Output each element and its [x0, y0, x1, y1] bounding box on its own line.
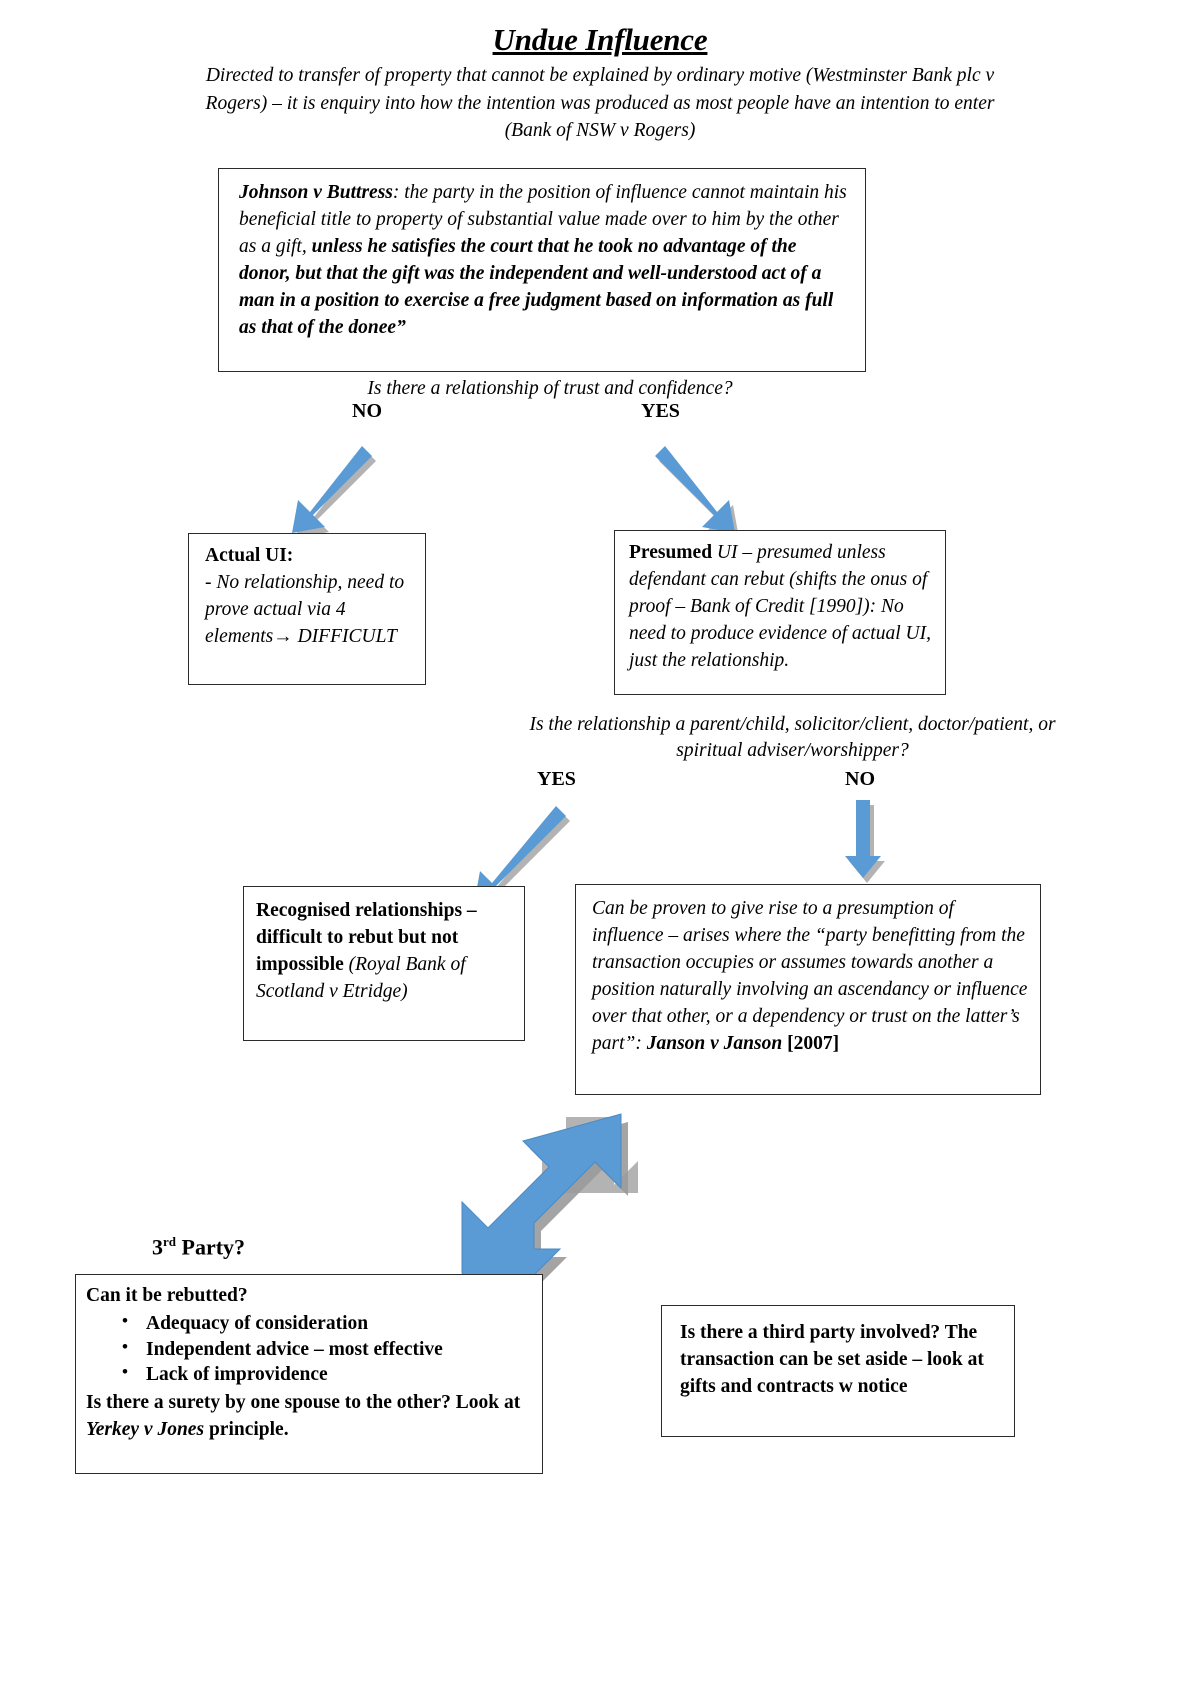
- page-title: Undue Influence: [492, 22, 708, 57]
- arrow-no-1: [292, 446, 376, 538]
- rebut-heading: Can it be rebutted?: [86, 1285, 248, 1306]
- quote-case-name: Johnson v Buttress: [239, 182, 393, 203]
- branch-label-yes-1: YES: [641, 400, 680, 422]
- recognised-italic-text: (Royal Bank of Scotland v Etridge): [256, 953, 466, 1002]
- presumed-ui-box: Presumed UI – presumed unless defendant …: [614, 530, 946, 695]
- branch-label-no-1: NO: [352, 400, 382, 422]
- rebut-footer: Is there a surety by one spouse to the o…: [86, 1390, 534, 1444]
- rebut-footer-a: Is there a surety by one spouse to the o…: [86, 1392, 521, 1414]
- list-item: Independent advice – most effective: [122, 1336, 534, 1363]
- actual-ui-heading: Actual UI:: [205, 545, 294, 566]
- list-item: Lack of improvidence: [122, 1361, 534, 1388]
- presumption-of-influence-box: Can be proven to give rise to a presumpt…: [575, 884, 1041, 1095]
- actual-ui-body: - No relationship, need to prove actual …: [205, 571, 405, 647]
- third-party-heading-ordinal: rd: [163, 1234, 176, 1249]
- question-trust-confidence: Is there a relationship of trust and con…: [367, 378, 733, 399]
- third-party-heading-rest: Party?: [176, 1234, 246, 1260]
- branch-label-yes-2: YES: [537, 768, 576, 790]
- third-party-heading: 3rd Party?: [152, 1234, 245, 1260]
- arrow-yes-1: [655, 446, 739, 538]
- quote-box: Johnson v Buttress: the party in the pos…: [218, 168, 866, 372]
- quote-normal-text: : the party in the position of influence…: [239, 182, 847, 257]
- rebut-footer-case: Yerkey v Jones: [86, 1419, 205, 1441]
- question-recognised-relationship: Is the relationship a parent/child, soli…: [529, 714, 1056, 762]
- rebut-footer-b: principle.: [204, 1419, 289, 1441]
- rebut-bullet-list: Adequacy of consideration Independent ad…: [86, 1310, 534, 1388]
- arrow-no-2: [845, 800, 885, 883]
- recognised-relationships-box: Recognised relationships – difficult to …: [243, 886, 525, 1041]
- rebuttal-box: Can it be rebutted? Adequacy of consider…: [75, 1274, 543, 1474]
- actual-ui-body-end: DIFFICULT: [297, 625, 397, 647]
- proven-body-text: Can be proven to give rise to a presumpt…: [592, 898, 1028, 1054]
- proven-case-name: Janson v Janson: [646, 1032, 783, 1054]
- quote-bold-text: unless he satisfies the court that he to…: [239, 235, 834, 338]
- list-item: Adequacy of consideration: [122, 1310, 534, 1337]
- presumed-ui-heading: Presumed: [629, 542, 713, 563]
- branch-label-no-2: NO: [845, 768, 875, 790]
- recognised-bold-text: Recognised relationships – difficult to …: [256, 900, 477, 975]
- third-party-heading-number: 3: [152, 1234, 163, 1260]
- proven-case-year: [2007]: [782, 1032, 840, 1054]
- right-arrow-icon: →: [273, 625, 293, 647]
- intro-paragraph: Directed to transfer of property that ca…: [205, 65, 995, 142]
- presumed-ui-body: UI – presumed unless defendant can rebut…: [629, 542, 931, 671]
- third-party-body: Is there a third party involved? The tra…: [680, 1322, 984, 1397]
- actual-ui-box: Actual UI: - No relationship, need to pr…: [188, 533, 426, 685]
- third-party-box: Is there a third party involved? The tra…: [661, 1305, 1015, 1437]
